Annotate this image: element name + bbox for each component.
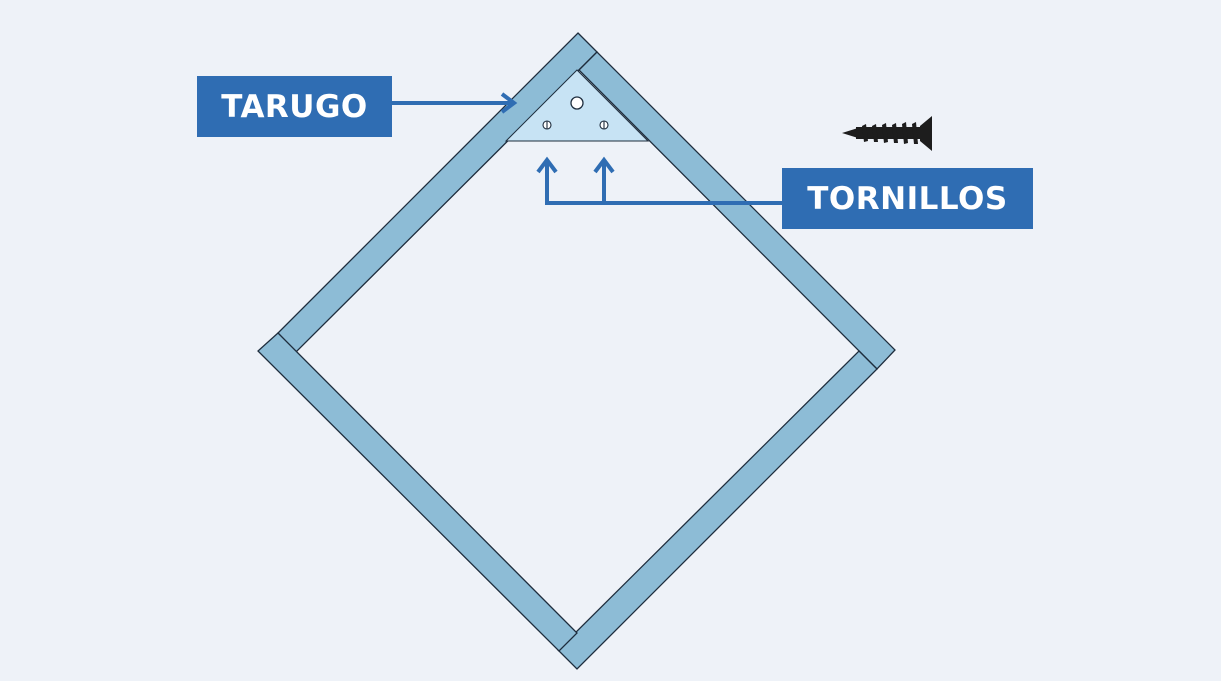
dowel-hole: [570, 96, 584, 110]
dowel-label: TARUGO: [197, 76, 392, 137]
screws-label: TORNILLOS: [782, 168, 1033, 229]
screws-arrow: [536, 156, 782, 205]
bracket-screw-left: [542, 120, 552, 130]
bracket-screw-right: [599, 120, 609, 130]
corner-bracket: [504, 69, 650, 142]
wood-frame: [257, 32, 896, 670]
batten-bottom-left: [257, 332, 578, 652]
screw-icon: [842, 116, 932, 151]
dowel-arrow: [392, 92, 518, 114]
batten-bottom-right: [557, 350, 878, 670]
